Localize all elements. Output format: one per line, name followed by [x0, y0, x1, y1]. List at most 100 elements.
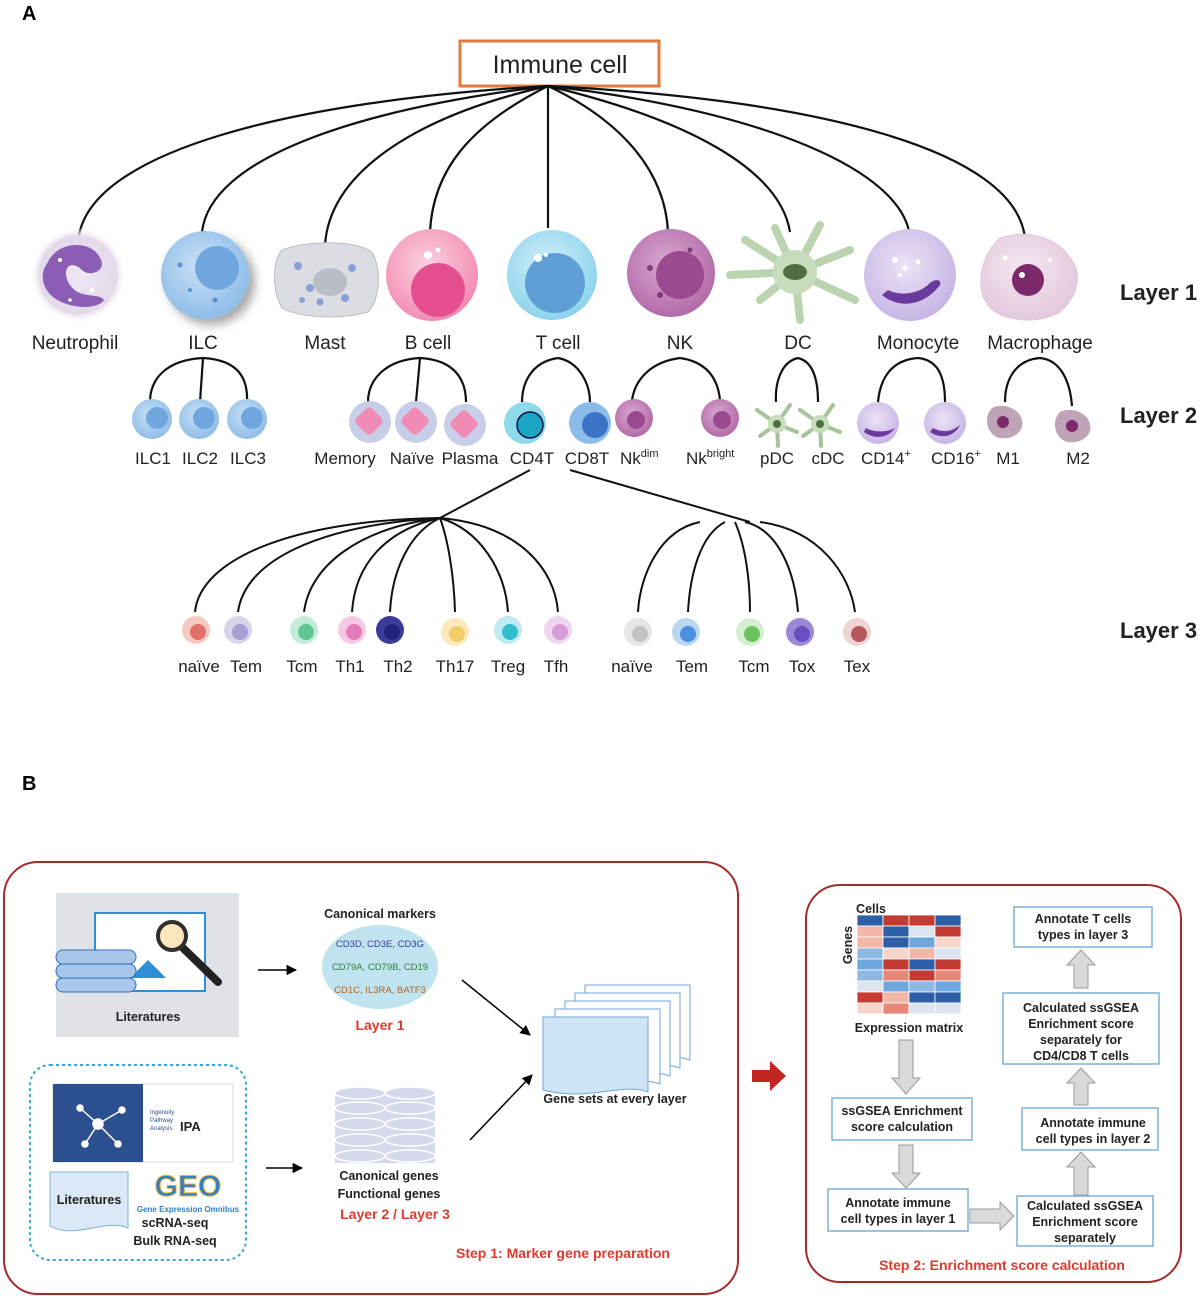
th17-cell — [441, 618, 469, 646]
t-cell — [507, 230, 597, 320]
label-th17: Th17 — [436, 657, 475, 676]
ilc1-cell — [132, 399, 172, 439]
box-annot1-line2: cell types in layer 1 — [841, 1212, 956, 1226]
pdc-cell — [755, 403, 799, 448]
memory-b-cell — [349, 401, 391, 443]
computer-search-icon — [55, 912, 222, 993]
literatures-bottom-doc — [49, 1171, 129, 1232]
label-cd8-tcm: Tcm — [738, 657, 769, 676]
box-calc-sep-line3: separately — [1054, 1231, 1116, 1245]
nk-bright-base: Nk — [686, 449, 707, 468]
geo-logo: GEO — [155, 1170, 222, 1203]
box-annot1-line1: Annotate immune — [845, 1196, 951, 1210]
label-pdc: pDC — [760, 449, 794, 468]
ipa-label: IPA — [180, 1119, 201, 1134]
label-monocyte: Monocyte — [877, 333, 959, 354]
layer2-labels: ILC1 ILC2 ILC3 Memory Naïve Plasma CD4T … — [135, 448, 1090, 468]
panel-a-label: A — [22, 3, 36, 25]
nk-bright-cell — [701, 399, 739, 437]
ipa-small-1: Ingenuity — [150, 1110, 174, 1116]
box-calc-cd-line3: separately for — [1040, 1033, 1122, 1047]
m2-cell — [1054, 409, 1091, 443]
layer-label-1: Layer 1 — [1120, 280, 1197, 305]
markers-ellipse — [322, 925, 438, 1009]
label-memory: Memory — [314, 449, 376, 468]
box-calc-cd-line1: Calculated ssGSEA — [1023, 1001, 1139, 1015]
box-calc-cd4-cd8 — [1002, 992, 1160, 1065]
cd8-naive-cell — [624, 618, 652, 646]
label-b-cell: B cell — [405, 333, 451, 354]
nk-dim-cell — [615, 399, 653, 437]
cd8-tem-cell — [672, 618, 700, 646]
layer1-red-label: Layer 1 — [355, 1017, 404, 1033]
label-plasma: Plasma — [442, 449, 499, 468]
cd4-tem-cell — [224, 616, 252, 644]
box-calc-cd-line4: CD4/CD8 T cells — [1033, 1049, 1129, 1063]
step1-title: Step 1: Marker gene preparation — [456, 1245, 670, 1261]
scrna-seq-label: scRNA-seq — [142, 1216, 209, 1230]
b-cell — [386, 229, 478, 321]
nk-dim-sup: dim — [641, 448, 659, 460]
canonical-genes-label: Canonical genes — [339, 1169, 438, 1183]
ipa-small-3: Analysis — [150, 1126, 172, 1132]
th1-cell — [338, 616, 366, 644]
label-cd8t: CD8T — [565, 449, 609, 468]
th2-cell — [376, 616, 404, 644]
tox-cell — [786, 618, 814, 646]
cells-label: Cells — [856, 902, 886, 916]
cd16-sup: + — [974, 448, 980, 460]
flow-arrows — [890, 949, 1097, 1232]
label-ilc1: ILC1 — [135, 449, 171, 468]
box-annot2-line2: cell types in layer 2 — [1036, 1132, 1151, 1146]
literatures-top-label: Literatures — [116, 1010, 181, 1024]
nk-dim-base: Nk — [620, 449, 641, 468]
label-cd4-tem: Tem — [230, 657, 262, 676]
box-calc-cd-line2: Enrichment score — [1028, 1017, 1134, 1031]
box-ssgsea-line2: score calculation — [851, 1120, 953, 1134]
expression-matrix-heatmap — [856, 914, 962, 1015]
monocyte-cell — [864, 229, 956, 321]
layer2-cells — [132, 399, 1091, 448]
marker-line-3: CD1C, IL3RA, BATF3 — [334, 985, 426, 996]
label-m1: M1 — [996, 449, 1020, 468]
bulk-rna-seq-label: Bulk RNA-seq — [133, 1234, 216, 1248]
arrow-markers-to-genesets — [461, 979, 531, 1036]
plasma-b-cell — [444, 404, 486, 446]
label-cd8-tem: Tem — [676, 657, 708, 676]
cd8-tcm-cell — [736, 618, 764, 646]
layer-label-2: Layer 2 — [1120, 403, 1197, 428]
nk-bright-sup: bright — [707, 448, 735, 460]
cdc-cell — [798, 403, 842, 448]
label-cd8-naive: naïve — [611, 657, 653, 676]
label-cd14: CD14+ — [861, 448, 911, 468]
label-nk-dim: Nkdim — [620, 448, 659, 468]
layer23-red-label: Layer 2 / Layer 3 — [340, 1206, 450, 1222]
cd16-base: CD16 — [931, 449, 974, 468]
box-annotate-layer1 — [827, 1188, 969, 1232]
network-icon — [76, 1104, 126, 1148]
layer3-cells — [182, 616, 871, 646]
root-label: Immune cell — [493, 51, 628, 79]
box-ssgsea-line1: ssGSEA Enrichment — [841, 1104, 963, 1118]
database-cylinders-icon — [334, 1086, 436, 1163]
gene-sets-stack — [542, 984, 691, 1095]
label-dc: DC — [784, 333, 811, 354]
gene-sets-label: Gene sets at every layer — [543, 1092, 686, 1106]
step2-title: Step 2: Enrichment score calculation — [879, 1257, 1125, 1273]
label-tfh: Tfh — [544, 657, 569, 676]
functional-genes-label: Functional genes — [338, 1187, 441, 1201]
naive-b-cell — [395, 401, 437, 443]
cd14-cell — [857, 402, 899, 444]
ilc-cell — [161, 231, 249, 319]
layer-label-3: Layer 3 — [1120, 618, 1197, 643]
treg-cell — [494, 616, 522, 644]
label-th1: Th1 — [335, 657, 364, 676]
label-m2: M2 — [1066, 449, 1090, 468]
label-naive-b: Naïve — [390, 449, 434, 468]
macrophage-cell — [980, 234, 1078, 321]
root-branches — [76, 84, 1027, 246]
label-tex: Tex — [844, 657, 871, 676]
label-nk: NK — [667, 333, 694, 354]
label-ilc: ILC — [188, 333, 218, 354]
